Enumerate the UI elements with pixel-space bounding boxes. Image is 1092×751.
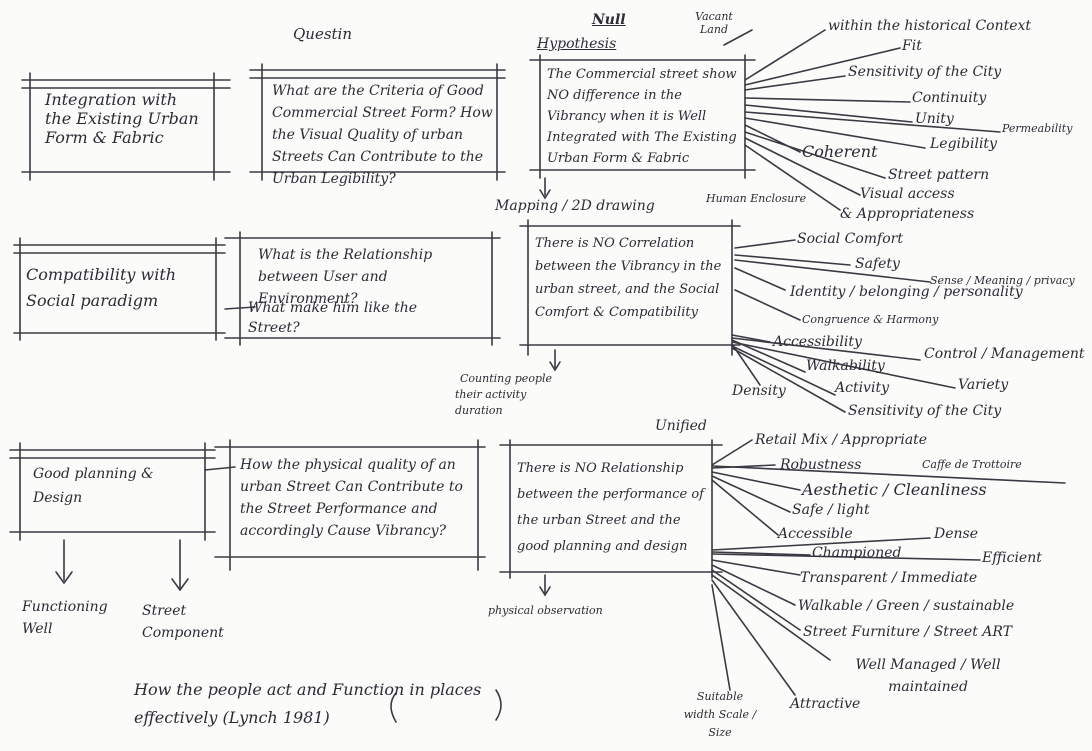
criterion-safe-light: Safe / light	[792, 502, 870, 518]
criterion-legibility: Legibility	[930, 136, 997, 152]
criterion-sense-meaning: Sense / Meaning / privacy	[930, 274, 1075, 287]
footer-note: How the people act and Function in place…	[134, 680, 482, 727]
question-criteria: What are the Criteria of Good Commercial…	[272, 83, 493, 187]
criterion-unity: Unity	[915, 111, 954, 127]
hypothesis-performance: There is NO Relationship between the per…	[517, 461, 704, 554]
method-activity: their activity	[455, 388, 527, 401]
concept-good-planning: Good planning & Design	[33, 466, 154, 506]
criterion-coherent: Coherent	[802, 142, 878, 161]
criterion-activity: Activity	[835, 380, 889, 396]
method-counting-people: Counting people	[460, 372, 553, 385]
criterion-robustness: Robustness	[780, 457, 862, 473]
criterion-street-furniture: Street Furniture / Street ART	[803, 624, 1013, 640]
criterion-density: Density	[732, 383, 786, 399]
box-compatibility	[13, 237, 226, 341]
question-physical-quality: How the physical quality of an urban Str…	[240, 457, 463, 539]
criterion-historical-context: within the historical Context	[828, 18, 1032, 34]
criterion-visual-access: Visual access	[860, 186, 955, 202]
criterion-sensitivity: Sensitivity of the City	[848, 64, 1002, 80]
criterion-championed: Championed	[812, 545, 902, 561]
criterion-appropriateness: & Appropriateness	[840, 206, 975, 222]
criterion-congruence: Congruence & Harmony	[802, 313, 939, 326]
criterion-suitable-width: Suitable width Scale / Size	[683, 690, 757, 739]
box-question-2	[224, 231, 501, 346]
criterion-walkable-green: Walkable / Green / sustainable	[798, 598, 1015, 614]
box-integration	[21, 72, 231, 181]
box-good-planning	[9, 442, 216, 541]
label-vacant-land: Vacant Land	[695, 10, 733, 36]
question-like-street: What make him like the Street?	[248, 300, 417, 336]
outcome-street-component: Street Component	[142, 603, 224, 641]
criterion-identity: Identity / belonging / personality	[790, 284, 1023, 300]
criterion-caffe-trottoire: Caffe de Trottoire	[922, 458, 1022, 471]
criterion-walkability: Walkability	[806, 358, 885, 374]
header-question: Questin	[293, 25, 353, 43]
header-hypothesis: Hypothesis	[537, 36, 617, 52]
method-duration: duration	[455, 404, 503, 417]
criterion-control: Control / Management	[924, 346, 1085, 362]
criterion-accessibility: Accessibility	[773, 334, 862, 350]
criterion-efficient: Efficient	[982, 550, 1042, 566]
box-hypothesis-1	[529, 54, 756, 179]
criterion-accessible: Accessible	[778, 526, 853, 542]
criterion-continuity: Continuity	[912, 90, 987, 106]
criterion-retail-mix: Retail Mix / Appropriate	[755, 432, 928, 448]
method-physical-observation: physical observation	[488, 604, 603, 617]
criterion-well-managed: Well Managed / Well maintained	[855, 657, 1001, 695]
concept-compatibility: Compatibility with Social paradigm	[26, 265, 177, 310]
header-null: Null	[592, 12, 626, 28]
criterion-sensitivity-city: Sensitivity of the City	[848, 403, 1002, 419]
hypothesis-integration: The Commercial street show NO difference…	[547, 67, 737, 166]
box-hypothesis-3	[499, 439, 723, 579]
criterion-variety: Variety	[958, 377, 1009, 393]
box-question-3	[204, 439, 486, 571]
criterion-human-enclosure: Human Enclosure	[706, 192, 807, 205]
criterion-fit: Fit	[902, 38, 922, 54]
criterion-street-pattern: Street pattern	[888, 167, 990, 183]
criterion-safety: Safety	[855, 256, 900, 272]
criterion-transparent: Transparent / Immediate	[800, 570, 978, 586]
question-relationship: What is the Relationship between User an…	[258, 247, 433, 307]
box-question-1	[249, 63, 506, 181]
label-unified: Unified	[655, 418, 707, 434]
criterion-social-comfort: Social Comfort	[797, 231, 903, 247]
criterion-dense: Dense	[934, 526, 978, 542]
hypothesis-social: There is NO Correlation between the Vibr…	[535, 236, 722, 320]
box-hypothesis-2	[519, 219, 741, 356]
concept-integration: Integration with the Existing Urban Form…	[45, 90, 199, 147]
criterion-attractive: Attractive	[790, 696, 861, 712]
method-mapping: Mapping / 2D drawing	[495, 198, 655, 214]
criterion-permeability: Permeability	[1002, 122, 1073, 135]
outcome-functioning-well: Functioning Well	[22, 599, 108, 637]
criterion-aesthetic: Aesthetic / Cleanliness	[802, 480, 987, 499]
